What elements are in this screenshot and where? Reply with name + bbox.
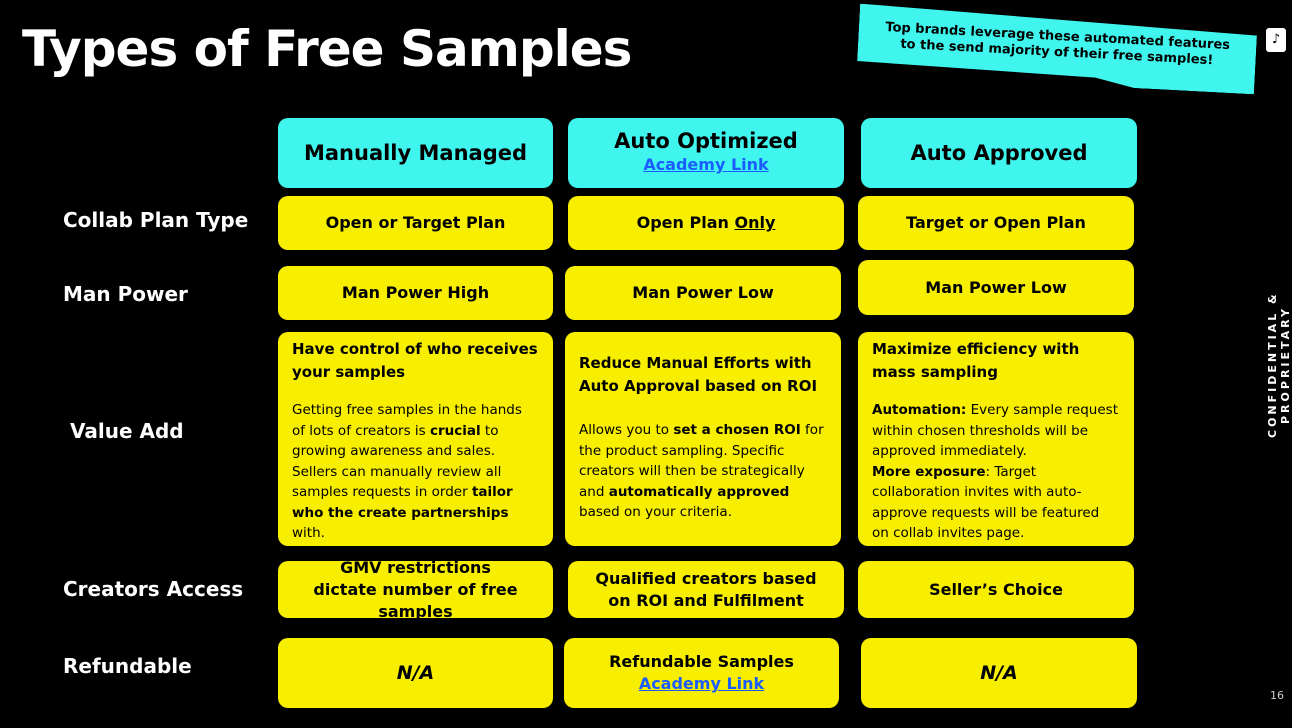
cell-manpower-approved: Man Power Low (858, 260, 1134, 315)
cell-refund-manual: N/A (278, 638, 553, 708)
cell-heading: Have control of who receives your sample… (292, 340, 538, 381)
cell-body: Automation: Every sample request within … (872, 402, 1118, 541)
cell-emphasis: Only (734, 213, 776, 232)
cell-heading: Reduce Manual Efforts with Auto Approval… (579, 354, 818, 395)
column-header-manual: Manually Managed (278, 118, 553, 188)
cell-text: N/A (396, 662, 435, 684)
tiktok-shop-bag-icon: ♪ (1266, 28, 1286, 52)
cell-text: Open Plan (636, 213, 735, 232)
row-label-manpower: Man Power (63, 282, 188, 306)
row-label-creators: Creators Access (63, 577, 244, 601)
row-label-value: Value Add (70, 419, 184, 443)
academy-link[interactable]: Academy Link (643, 155, 769, 174)
cell-text: N/A (980, 662, 1018, 684)
cell-collab-manual: Open or Target Plan (278, 196, 553, 250)
column-header-auto-approved: Auto Approved (861, 118, 1137, 188)
cell-heading: Maximize efficiency with mass sampling (872, 340, 1080, 381)
cell-body: Allows you to set a chosen ROI for the p… (579, 422, 824, 520)
cell-manpower-optimized: Man Power Low (565, 266, 841, 320)
cell-body: Getting free samples in the hands of lot… (292, 402, 522, 541)
column-title: Auto Approved (910, 141, 1088, 165)
callout-banner: Top brands leverage these automated feat… (856, 4, 1257, 95)
cell-text: Refundable Samples (609, 652, 794, 671)
confidential-label: CONFIDENTIAL & PROPRIETARY (1266, 291, 1292, 439)
cell-refund-approved: N/A (861, 638, 1137, 708)
cell-value-manual: Have control of who receives your sample… (278, 332, 553, 546)
row-label-collab: Collab Plan Type (63, 208, 249, 232)
cell-collab-optimized: Open Plan Only (568, 196, 844, 250)
cell-creators-approved: Seller’s Choice (858, 561, 1134, 618)
cell-manpower-manual: Man Power High (278, 266, 553, 320)
column-title: Auto Optimized (614, 129, 798, 153)
academy-link[interactable]: Academy Link (638, 674, 765, 693)
cell-collab-approved: Target or Open Plan (858, 196, 1134, 250)
cell-creators-optimized: Qualified creators based on ROI and Fulf… (568, 561, 844, 618)
column-title: Manually Managed (303, 141, 528, 165)
cell-value-approved: Maximize efficiency with mass sampling A… (858, 332, 1134, 546)
row-label-refundable: Refundable (63, 654, 192, 678)
page-number: 16 (1270, 689, 1284, 702)
page-title: Types of Free Samples (22, 20, 632, 78)
cell-creators-manual: GMV restrictions dictate number of free … (278, 558, 553, 621)
cell-value-optimized: Reduce Manual Efforts with Auto Approval… (565, 332, 841, 546)
